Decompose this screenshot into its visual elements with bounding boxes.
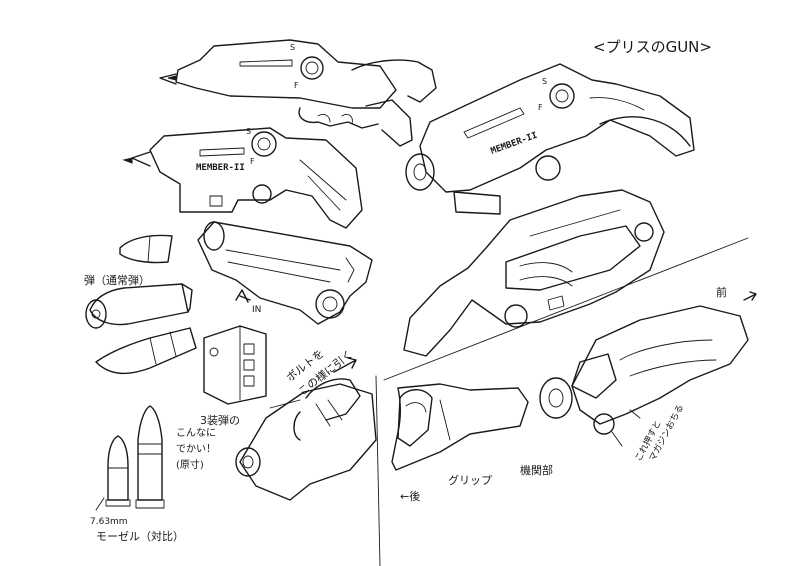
gun-sketch-side: MEMBER-II S F [122,127,363,229]
cartridge-note-3: (原寸) [176,458,204,471]
gun-sketch-mechanism: 前 機関部 これ押すと マガジンおちる [520,285,757,477]
member-stamp-2: MEMBER-II [490,131,539,157]
insert-note: IN [252,305,261,315]
gun-sketch-right-middle [403,189,665,357]
mechanism-note: 機関部 [520,463,553,477]
panel-divider-diagonal [383,237,749,381]
grip-detail-sketch: グリップ ←後 [391,383,529,503]
safety-f-label-3: F [538,103,543,112]
cartridge-note-1: こんなに [176,427,216,439]
safety-s-label-3: S [542,77,547,86]
safety-f-label-2: F [250,157,255,166]
safety-s-label-1: S [290,43,295,52]
back-direction-note: ←後 [400,489,420,503]
panel-divider [375,375,381,566]
triple-load-note: 3装弾の [200,414,240,427]
bullet-sketches: 弾（通常弾） [84,234,197,375]
gun-sketch-center-magazine: IN 3装弾の [197,221,373,427]
safety-s-label-2: S [246,127,251,136]
grip-note: グリップ [448,473,492,487]
cartridge-note-2: でかい！ [176,443,216,455]
sheet-title: <プリスのGUN> [593,38,712,56]
cartridge-comparison: こんなに でかい！ (原寸) 7.63mm モーゼル（対比） [90,405,216,543]
gun-sketch-angled-top-right: MEMBER-II S F [405,63,695,215]
mauser-caliber-note: 7.63mm [90,517,128,527]
bullet-note: 弾（通常弾） [84,274,150,287]
gun-sketch-top-held: S F [159,39,437,147]
gun-sketch-bolt-pull: ボルトを この様に引く [235,347,377,501]
safety-f-label-1: F [294,81,299,90]
member-stamp-1: MEMBER-II [196,163,245,173]
front-direction-note: 前 [716,285,727,299]
mauser-note: モーゼル（対比） [96,529,184,543]
